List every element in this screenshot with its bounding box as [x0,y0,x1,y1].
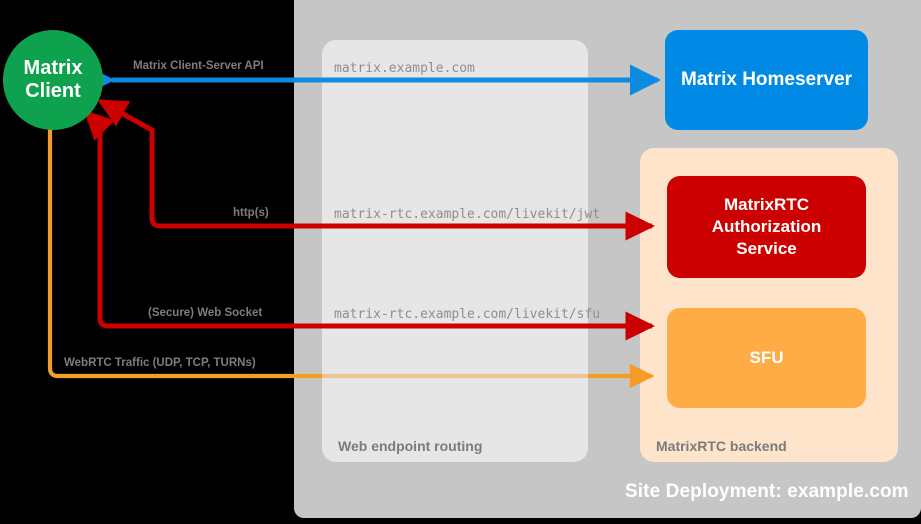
caption-matrixrtc-backend: MatrixRTC backend [656,438,787,454]
edge-label-websocket: (Secure) Web Socket [148,307,263,319]
endpoint-livekit-jwt: matrix-rtc.example.com/livekit/jwt [334,207,601,222]
edge-https [97,98,655,241]
caption-site-deployment: Site Deployment: example.com [625,481,909,502]
node-matrix-client[interactable] [3,30,103,130]
endpoint-livekit-sfu: matrix-rtc.example.com/livekit/sfu [334,307,601,322]
container-web-endpoint-routing [322,40,588,462]
edge-webrtc [37,87,655,390]
node-matrix-homeserver[interactable] [665,30,868,130]
endpoint-matrix-example-com: matrix.example.com [334,61,475,76]
edge-label-https: http(s) [233,207,269,219]
node-sfu[interactable] [667,308,866,408]
edge-label-client-server-api: Matrix Client-Server API [133,60,264,72]
caption-web-endpoint-routing: Web endpoint routing [338,438,483,454]
node-matrixrtc-authorization-service[interactable] [667,176,866,278]
edge-label-webrtc: WebRTC Traffic (UDP, TCP, TURNs) [64,357,256,369]
